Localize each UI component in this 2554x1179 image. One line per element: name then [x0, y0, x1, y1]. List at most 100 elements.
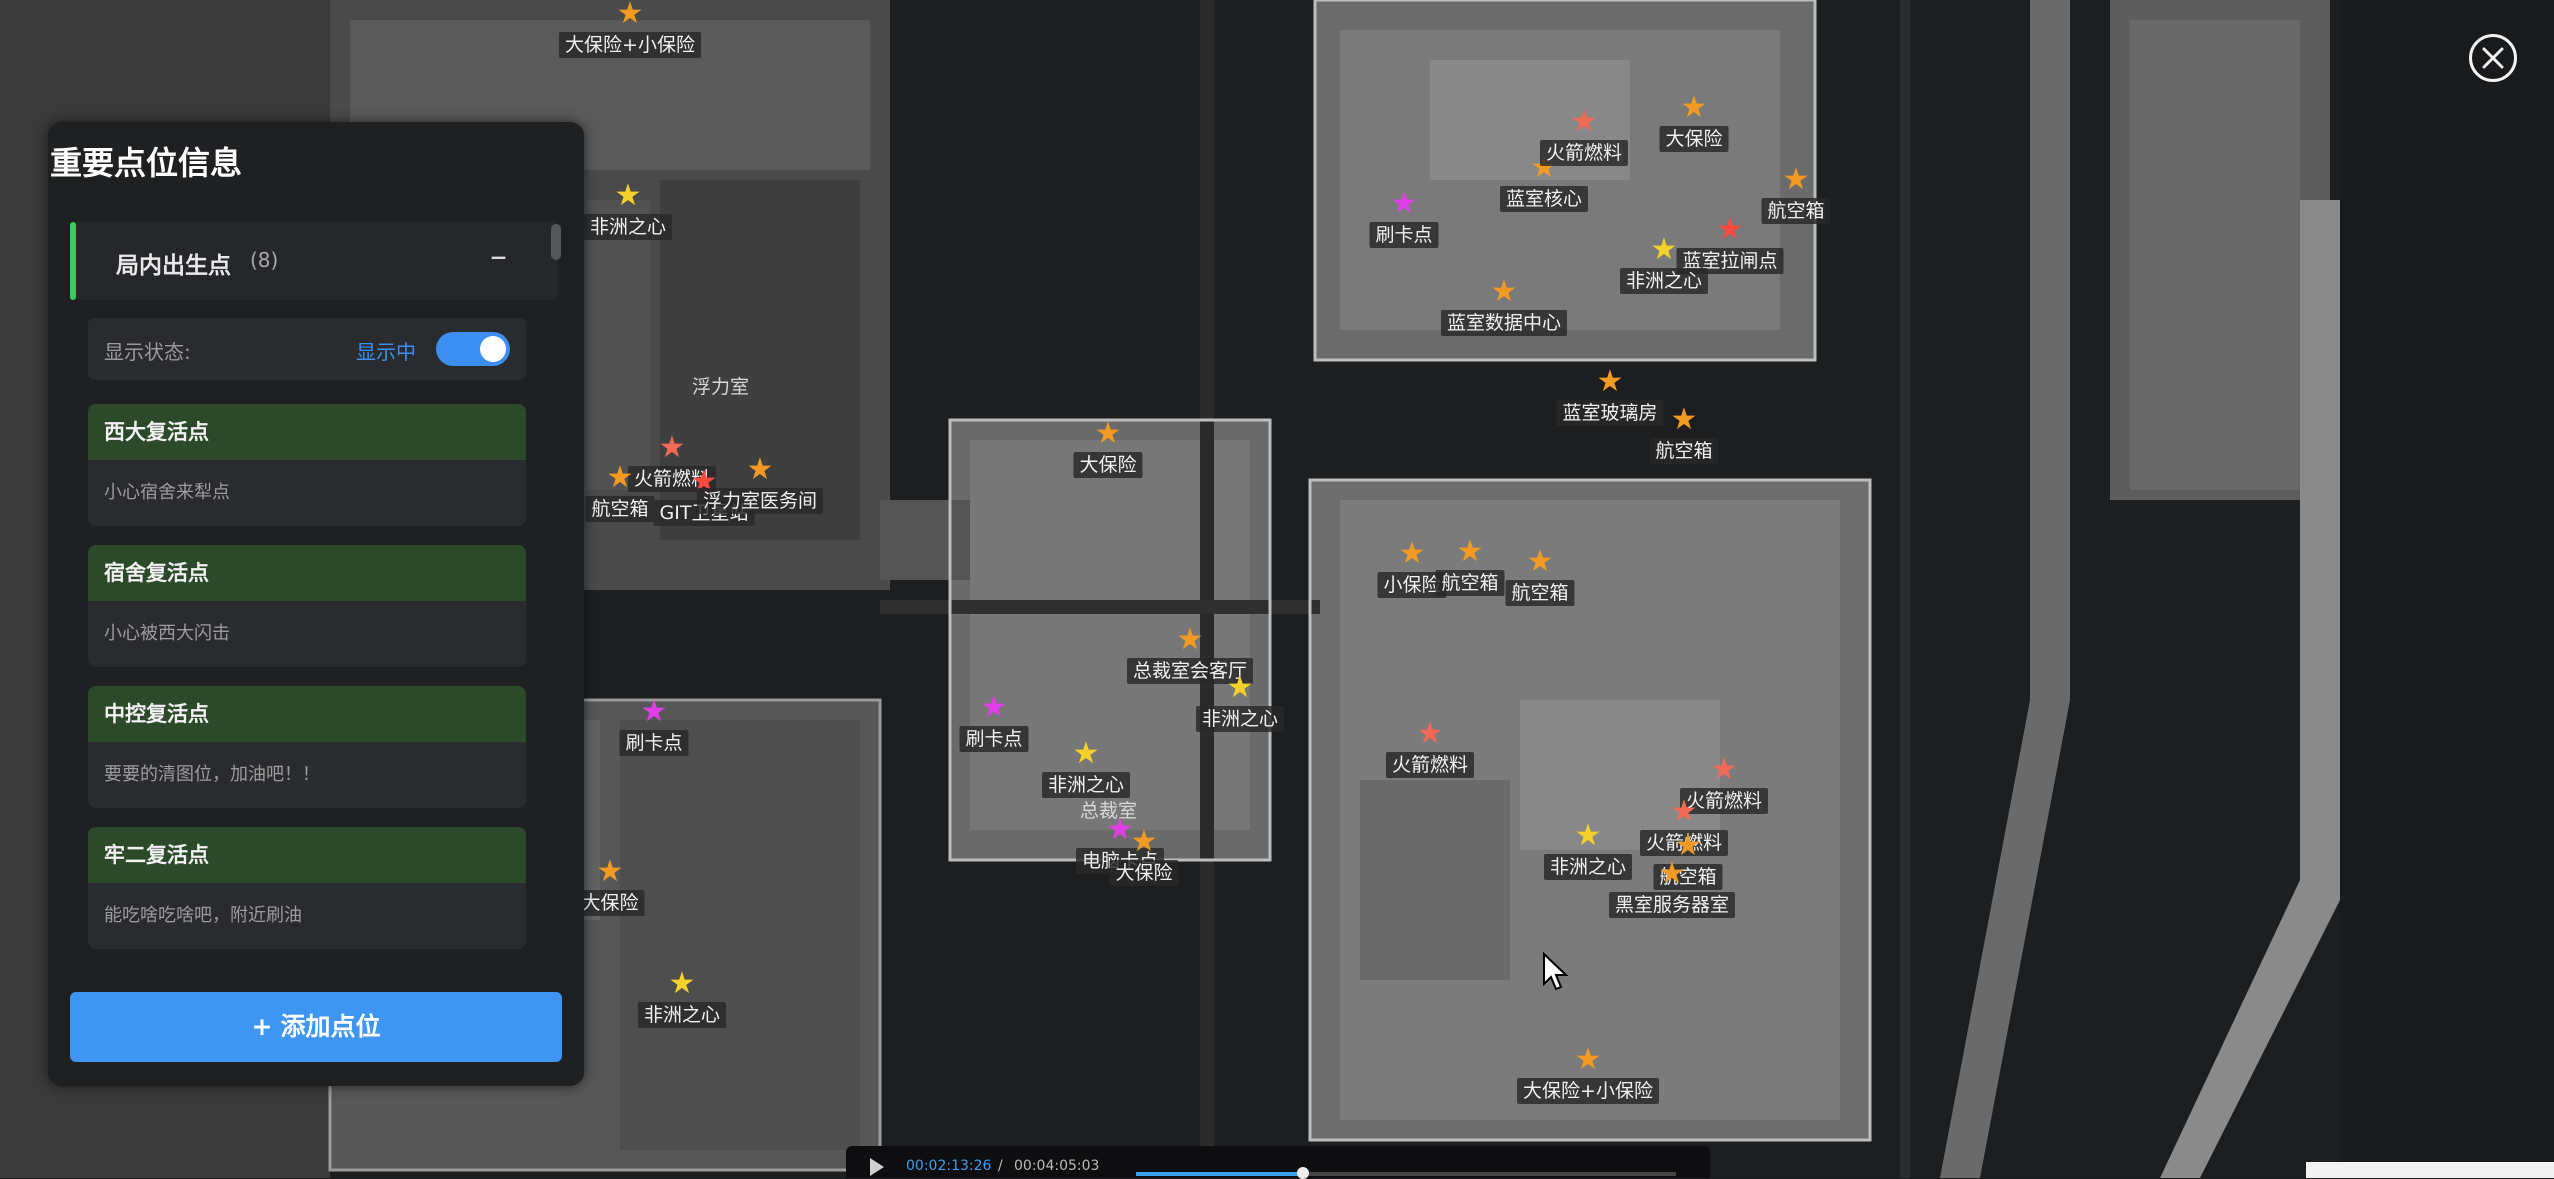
marker-label: 浮力室医务间: [696, 488, 824, 514]
star-icon: ★: [1670, 402, 1698, 437]
star-icon: ★: [640, 694, 668, 729]
map-marker[interactable]: ★: [1417, 719, 1444, 749]
marker-label: 航空箱: [585, 496, 655, 522]
marker-label: 火箭燃料: [1385, 752, 1475, 778]
current-time: 00:02:13:26: [906, 1158, 992, 1174]
star-icon: ★: [658, 430, 686, 465]
play-icon[interactable]: [870, 1158, 884, 1176]
marker-label: 蓝室玻璃房: [1556, 400, 1664, 426]
group-name: 局内出生点: [116, 253, 231, 279]
map-marker[interactable]: ★: [1457, 537, 1484, 567]
marker-label: 非洲之心: [1041, 772, 1131, 798]
star-icon: ★: [980, 690, 1008, 725]
map-marker[interactable]: ★: [1527, 547, 1554, 577]
close-icon: [2482, 47, 2504, 69]
map-marker[interactable]: ★: [617, 0, 644, 29]
map-marker[interactable]: ★: [747, 455, 774, 485]
map-marker[interactable]: ★: [1107, 815, 1134, 845]
map-marker[interactable]: ★: [1227, 673, 1254, 703]
map-marker[interactable]: ★: [981, 693, 1008, 723]
star-icon: ★: [606, 460, 634, 495]
map-marker[interactable]: ★: [1783, 165, 1810, 195]
marker-label: 火箭燃料: [1679, 788, 1769, 814]
toggle-knob: [480, 336, 506, 362]
star-icon: ★: [1094, 416, 1122, 451]
spawn-card-prison[interactable]: 牢二复活点 能吃啥吃啥吧，附近刷油: [88, 827, 526, 949]
spawn-card-west[interactable]: 西大复活点 小心宿舍来犁点: [88, 404, 526, 526]
marker-label: 非洲之心: [1195, 706, 1285, 732]
marker-label: 航空箱: [1435, 570, 1505, 596]
map-marker[interactable]: ★: [1675, 831, 1702, 861]
map-marker[interactable]: ★: [607, 463, 634, 493]
group-count: (8): [250, 248, 279, 272]
map-marker[interactable]: ★: [1671, 797, 1698, 827]
map-marker[interactable]: ★: [1717, 215, 1744, 245]
map-marker[interactable]: ★: [659, 433, 686, 463]
map-marker[interactable]: ★: [1177, 625, 1204, 655]
add-point-button[interactable]: +添加点位: [70, 992, 562, 1062]
map-marker[interactable]: ★: [1131, 827, 1158, 857]
map-marker[interactable]: ★: [1571, 107, 1598, 137]
progress-bar[interactable]: [1136, 1167, 1676, 1179]
map-marker[interactable]: ★: [1671, 405, 1698, 435]
marker-label: 大保险+小保险: [559, 32, 701, 58]
star-icon: ★: [1650, 232, 1678, 267]
marker-label: 大保险: [1659, 126, 1729, 152]
card-desc: 小心被西大闪击: [104, 623, 230, 644]
star-icon: ★: [1782, 162, 1810, 197]
map-marker[interactable]: ★: [1597, 367, 1624, 397]
spawn-group-header[interactable]: 局内出生点 (8) –: [70, 222, 558, 300]
group-accent-bar: [70, 222, 76, 300]
star-icon: ★: [616, 0, 644, 31]
map-marker[interactable]: ★: [1095, 419, 1122, 449]
progress-knob[interactable]: [1297, 1167, 1310, 1179]
corner-widget: [2306, 1162, 2554, 1178]
card-title: 中控复活点: [88, 686, 526, 742]
progress-fill: [1136, 1172, 1304, 1176]
map-marker[interactable]: ★: [1575, 1045, 1602, 1075]
map-marker[interactable]: ★: [1659, 859, 1686, 889]
total-time: 00:04:05:03: [1014, 1158, 1100, 1174]
star-icon: ★: [1658, 856, 1686, 891]
time-separator: /: [998, 1158, 1003, 1174]
map-marker[interactable]: ★: [641, 697, 668, 727]
map-marker[interactable]: ★: [1073, 739, 1100, 769]
spawn-card-control[interactable]: 中控复活点 要要的清图位，加油吧！！: [88, 686, 526, 808]
map-marker[interactable]: ★: [1399, 539, 1426, 569]
map-marker[interactable]: ★: [1575, 821, 1602, 851]
plus-icon: +: [251, 1012, 273, 1041]
star-icon: ★: [1416, 716, 1444, 751]
map-marker[interactable]: ★: [1681, 93, 1708, 123]
map-marker[interactable]: ★: [1391, 189, 1418, 219]
marker-label: 大保险: [1109, 860, 1179, 886]
close-button[interactable]: [2469, 34, 2517, 82]
panel-title: 重要点位信息: [50, 144, 243, 182]
map-marker[interactable]: ★: [1651, 235, 1678, 265]
marker-label: 非洲之心: [1619, 268, 1709, 294]
collapse-button[interactable]: –: [490, 236, 507, 276]
spawn-card-dorm[interactable]: 宿舍复活点 小心被西大闪击: [88, 545, 526, 667]
map-marker[interactable]: ★: [669, 969, 696, 999]
status-label: 显示状态:: [104, 340, 191, 364]
star-icon: ★: [1574, 1042, 1602, 1077]
display-toggle[interactable]: [436, 332, 510, 366]
map-marker[interactable]: ★: [597, 857, 624, 887]
status-value: 显示中: [356, 340, 416, 364]
map-marker[interactable]: ★: [1711, 755, 1738, 785]
add-point-label: 添加点位: [280, 1012, 381, 1041]
map-marker[interactable]: ★: [615, 181, 642, 211]
panel-scrollbar[interactable]: [551, 224, 561, 260]
marker-label: 非洲之心: [583, 214, 673, 240]
star-icon: ★: [1570, 104, 1598, 139]
marker-label: 刷卡点: [959, 726, 1029, 752]
marker-label: 航空箱: [1761, 198, 1831, 224]
marker-label: 黑室服务器室: [1608, 892, 1736, 918]
star-icon: ★: [668, 966, 696, 1001]
marker-label: 非洲之心: [637, 1002, 727, 1028]
map-marker[interactable]: ★: [1491, 277, 1518, 307]
star-icon: ★: [1674, 828, 1702, 863]
card-desc: 要要的清图位，加油吧！！: [104, 764, 320, 785]
star-icon: ★: [1574, 818, 1602, 853]
star-icon: ★: [1106, 812, 1134, 847]
marker-label: 刷卡点: [619, 730, 689, 756]
